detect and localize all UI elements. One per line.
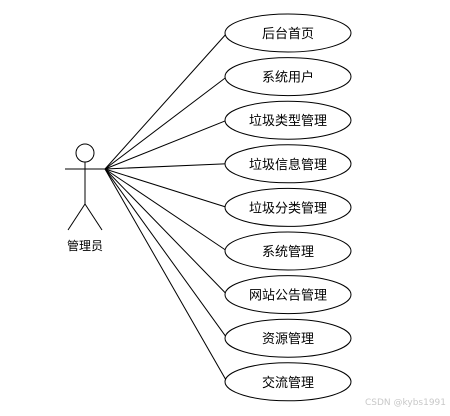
use-case: 资源管理	[224, 318, 352, 358]
use-case: 系统用户	[224, 57, 352, 97]
use-case-label: 垃圾类型管理	[249, 114, 327, 129]
association-line	[104, 119, 228, 170]
use-case-label: 后台首页	[262, 27, 314, 42]
association-line	[104, 168, 228, 295]
use-case-ellipse	[224, 13, 352, 53]
associations	[104, 32, 228, 383]
use-case-label: 垃圾分类管理	[249, 201, 327, 216]
use-case: 系统管理	[224, 231, 352, 271]
use-case: 网站公告管理	[224, 275, 352, 315]
use-case-ellipse	[224, 318, 352, 358]
use-case-label: 系统用户	[262, 70, 314, 86]
use-case-label: 垃圾信息管理	[249, 157, 327, 173]
use-case: 交流管理	[224, 362, 352, 402]
actor-label: 管理员	[67, 238, 103, 253]
use-case-ellipse	[224, 275, 352, 315]
association-line	[104, 168, 228, 383]
use-case-label: 网站公告管理	[249, 289, 327, 304]
use-cases: 后台首页系统用户垃圾类型管理垃圾信息管理垃圾分类管理系统管理网站公告管理资源管理…	[224, 13, 352, 402]
use-case: 垃圾类型管理	[224, 100, 352, 140]
actor-right-leg	[84, 203, 103, 231]
use-case: 后台首页	[224, 13, 352, 53]
use-case-ellipse	[224, 231, 352, 271]
use-case-ellipse	[224, 187, 352, 227]
use-case: 垃圾信息管理	[224, 144, 352, 184]
association-line	[104, 168, 228, 208]
use-case: 垃圾分类管理	[224, 187, 352, 227]
association-line	[104, 76, 228, 170]
association-line	[104, 163, 228, 170]
use-case-label: 系统管理	[262, 245, 314, 260]
use-case-ellipse	[224, 362, 352, 402]
watermark-text: CSDN @kybs1991	[364, 398, 446, 408]
association-line	[104, 32, 228, 170]
use-case-label: 资源管理	[262, 332, 314, 347]
association-line	[104, 168, 228, 339]
use-case-ellipse	[224, 100, 352, 140]
actor-left-leg	[67, 203, 86, 231]
use-case-label: 交流管理	[262, 375, 314, 391]
association-line	[104, 168, 228, 252]
use-case-ellipse	[224, 144, 352, 184]
use-case-ellipse	[224, 57, 352, 97]
actor-figure: 管理员	[65, 143, 105, 253]
actor-head	[75, 143, 95, 163]
